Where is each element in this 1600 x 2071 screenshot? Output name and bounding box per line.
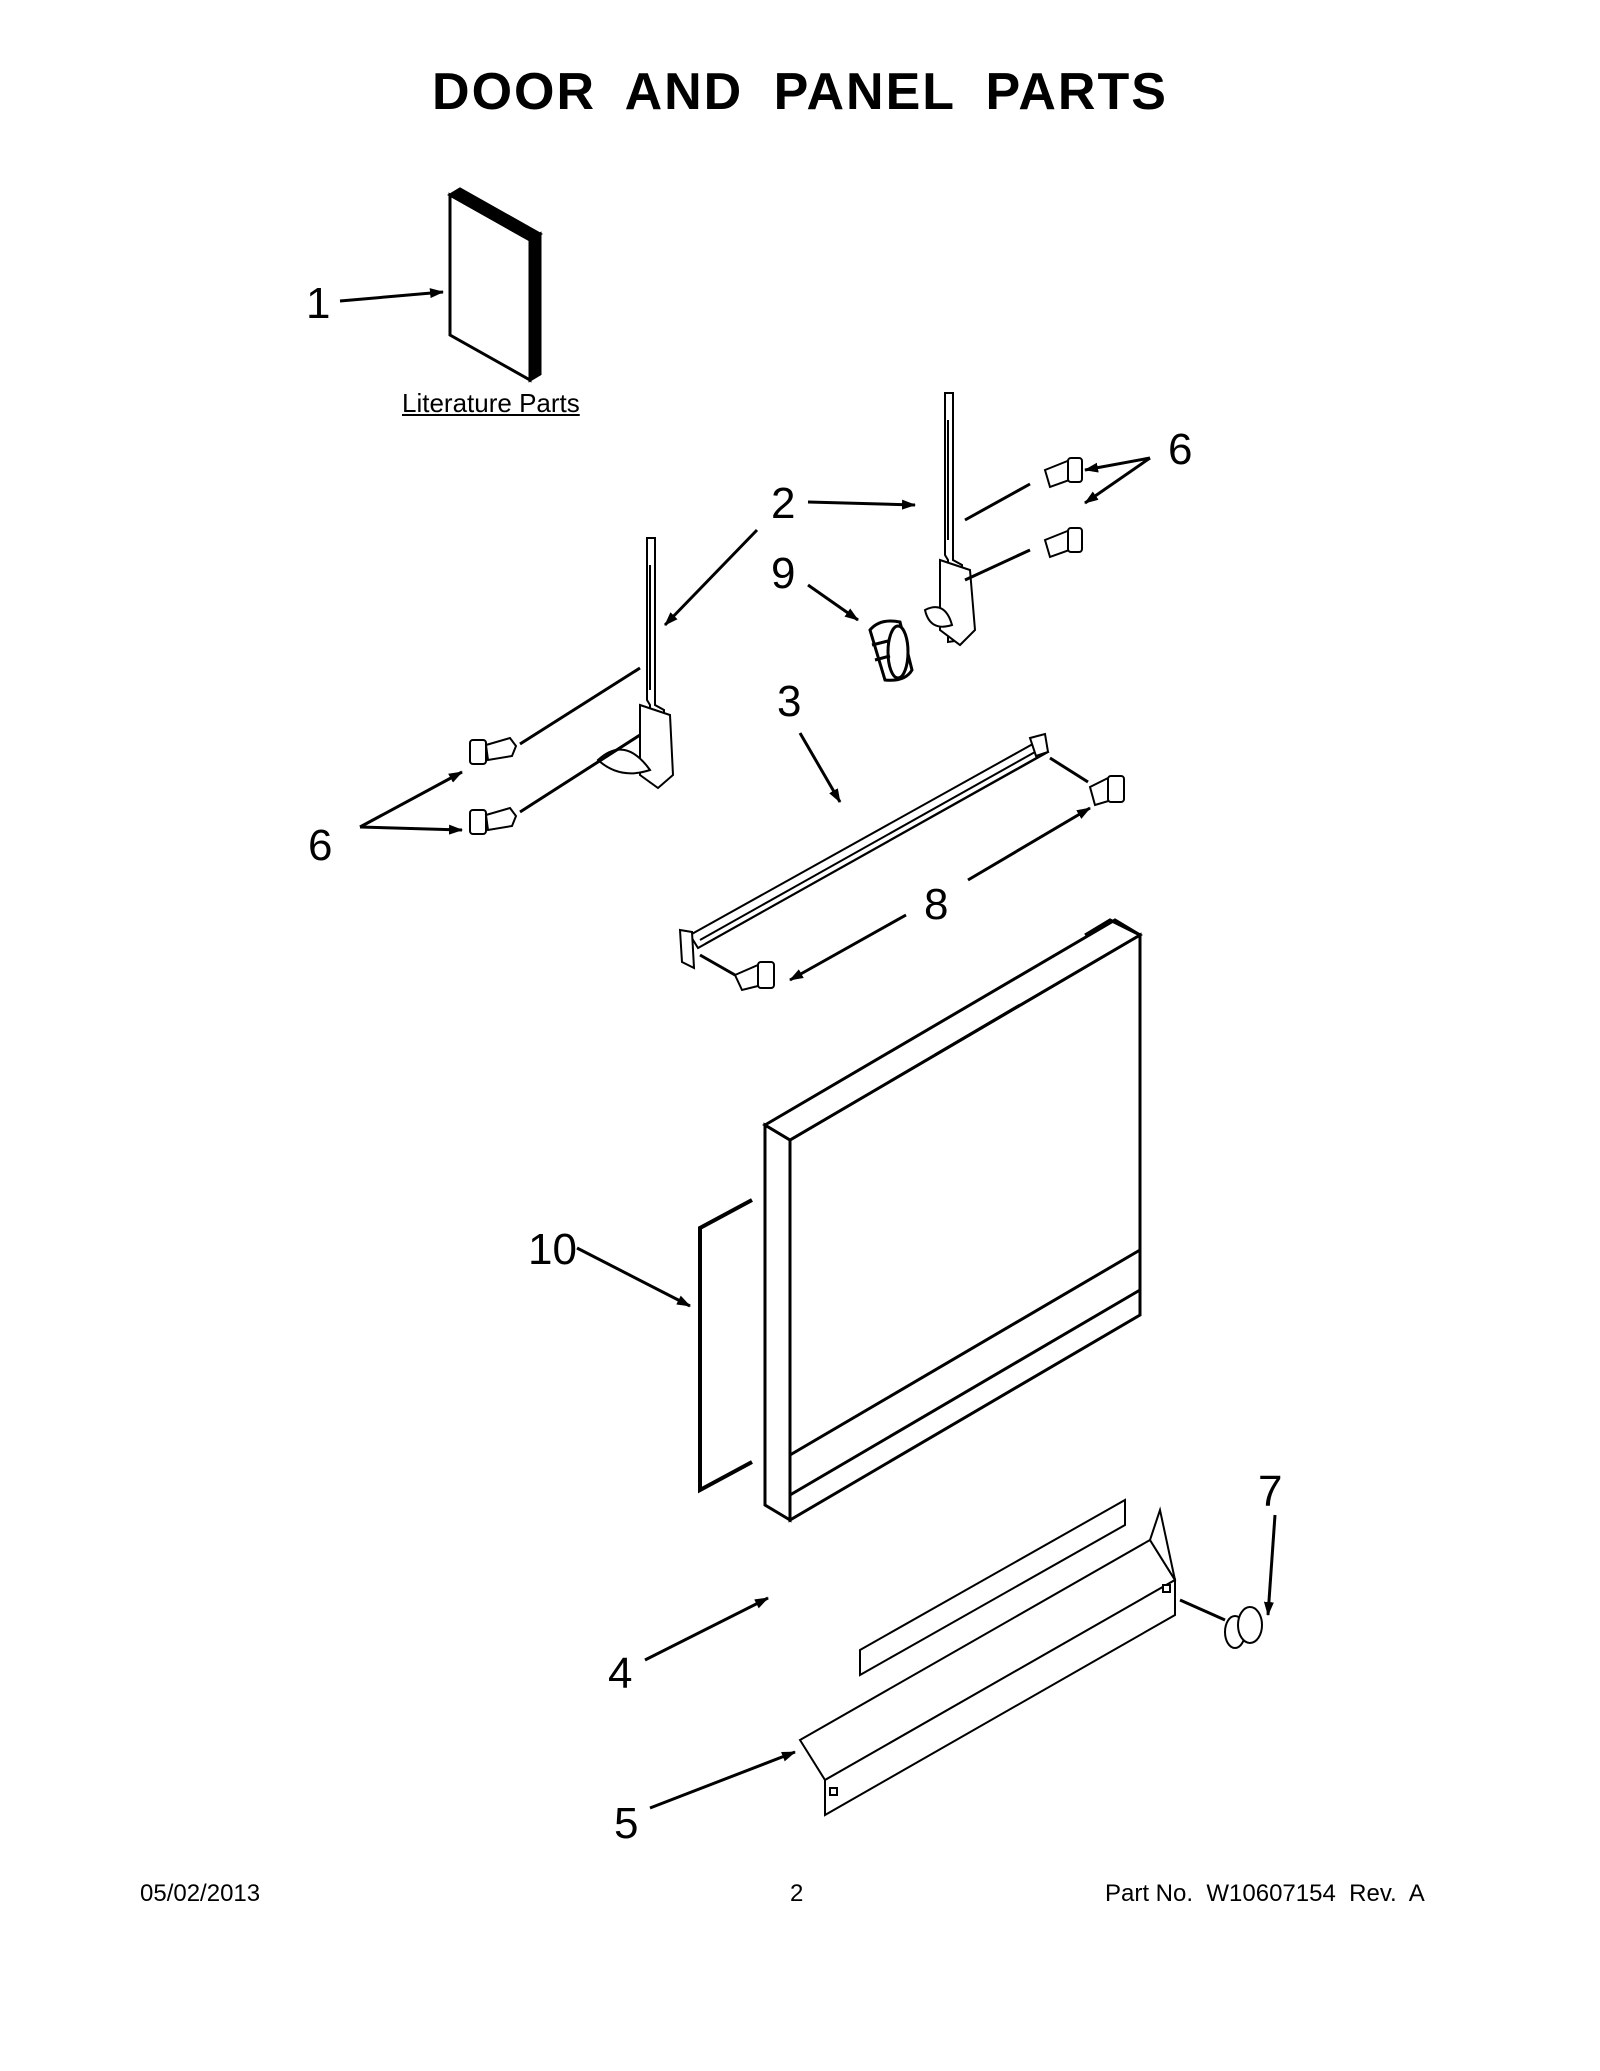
door-rail [678,732,1050,970]
page-title: DOOR AND PANEL PARTS [432,63,1168,121]
callout-2: 2 [771,479,796,528]
screw-rail-right [1088,775,1125,807]
footer-page-number: 2 [790,1880,804,1907]
callout-7: 7 [1258,1467,1283,1516]
screw-alignment-lines [519,482,1031,814]
callout-6-left: 6 [308,821,333,870]
screw-rail-left [733,961,775,992]
literature-parts-label: Literature Parts [402,388,580,418]
door-panel [762,918,1143,1523]
callout-4: 4 [608,1649,633,1698]
hinge-left [596,537,675,790]
hinge-right [923,392,977,647]
toe-panel [798,1498,1177,1817]
hinge-clip [868,619,914,682]
screw-right-lower [1043,527,1083,559]
callout-1-leader [339,288,444,303]
screw-right-upper [1043,457,1083,489]
callout-8: 8 [924,880,949,929]
callout-10: 10 [528,1225,577,1274]
callout-3: 3 [777,677,802,726]
footer-date: 05/02/2013 [140,1880,261,1907]
callout-5: 5 [614,1799,639,1848]
callout-6-right: 6 [1168,425,1193,474]
door-gasket [698,1198,753,1494]
rail-screw-lines [699,756,1089,977]
literature-booklet [447,187,543,383]
callout-9: 9 [771,549,796,598]
screw-left-lower [469,806,518,835]
toe-panel-screw [1179,1598,1263,1649]
callout-leaders [359,456,1277,1810]
callout-1: 1 [306,279,331,328]
footer-part-number: Part No. W10607154 Rev. A [1105,1880,1425,1907]
screw-left-upper [469,736,518,765]
